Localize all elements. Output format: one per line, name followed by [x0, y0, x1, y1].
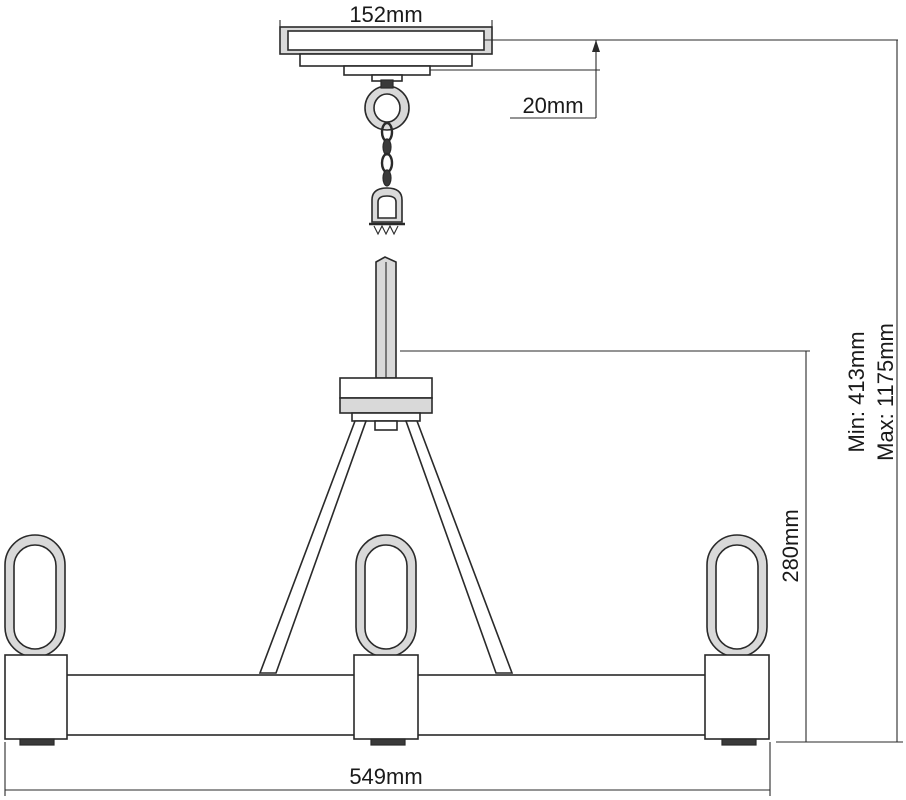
- support-arms: [258, 420, 514, 674]
- lamp-holder-right: [704, 534, 770, 746]
- stem-rod: [375, 256, 397, 379]
- hanging-loop: [364, 79, 410, 131]
- center-hub: [339, 377, 433, 431]
- label-canopy-height: 20mm: [522, 93, 583, 118]
- dim-overall-width: [4, 742, 771, 796]
- dim-canopy-height: [430, 39, 898, 119]
- label-body-height: 280mm: [778, 509, 803, 582]
- label-overall-max: Max: 1175mm: [873, 323, 898, 461]
- dim-overall-height: [776, 40, 903, 743]
- chain: [369, 121, 405, 236]
- dim-canopy-width: [279, 20, 493, 30]
- label-canopy-width: 152mm: [349, 2, 422, 27]
- label-overall-width: 549mm: [349, 764, 422, 789]
- lamp-holder-center: [353, 534, 419, 746]
- label-overall-min: Min: 413mm: [844, 331, 869, 452]
- lamp-holder-left: [4, 534, 68, 746]
- dim-body-height: [400, 350, 810, 742]
- ceiling-canopy: [279, 26, 493, 82]
